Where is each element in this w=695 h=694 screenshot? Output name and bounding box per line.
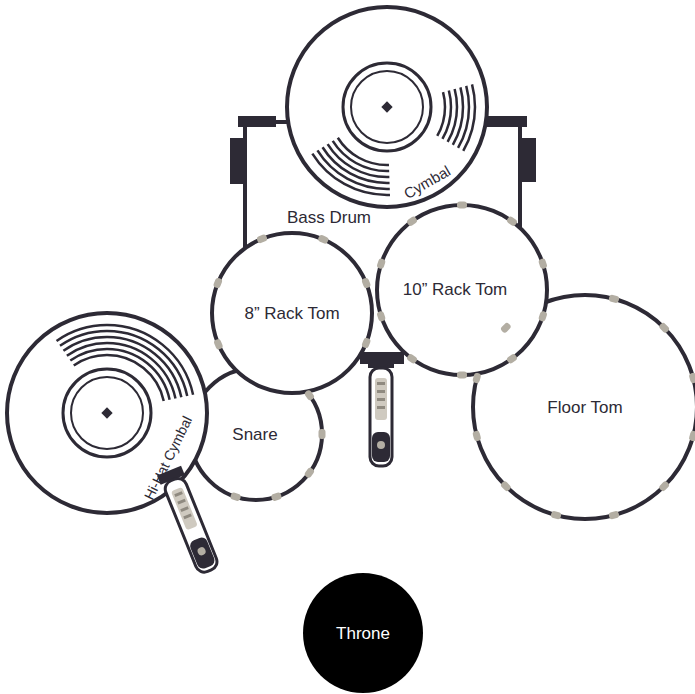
drum-label: Floor Tom: [547, 399, 622, 416]
tom-lugs: [376, 202, 547, 379]
drum-label: Throne: [336, 625, 390, 642]
throne-seat: Throne: [299, 569, 427, 694]
rack-tom: 8” Rack Tom: [208, 229, 376, 397]
drum-label: 8” Rack Tom: [244, 305, 339, 322]
bass-drum-hoop: [360, 352, 404, 364]
drum-label: Bass Drum: [287, 209, 371, 226]
hihat-cymbal: Hi-Hat Cymbal: [3, 309, 211, 517]
rack-tom: 10” Rack Tom: [373, 201, 551, 379]
drum-label: 10” Rack Tom: [403, 281, 508, 298]
ride-cymbal-outline: [283, 3, 491, 211]
bass-drum-pedal: [368, 358, 394, 466]
drum-label: Snare: [232, 426, 277, 443]
ride-cymbal: Cymbal: [283, 3, 491, 211]
hihat-cymbal-outline: [3, 309, 211, 517]
